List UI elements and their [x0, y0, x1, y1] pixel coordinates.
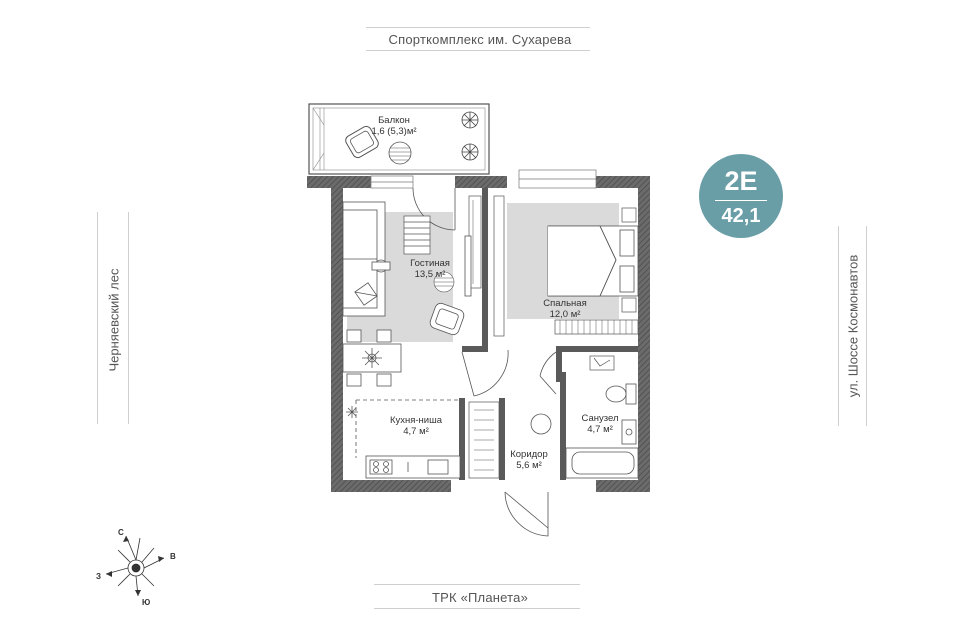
- tv-icon: [464, 235, 472, 297]
- room-area: 13,5 м²: [414, 269, 446, 280]
- right-rule: [866, 226, 867, 426]
- exterior-walls: [307, 176, 650, 492]
- compass-rose: С В Ю З: [96, 528, 176, 608]
- compass-east: В: [170, 552, 176, 561]
- right-rule: [838, 226, 839, 426]
- plant-icon: [461, 111, 479, 161]
- top-rule: [366, 27, 590, 28]
- bathtub-icon: [565, 447, 639, 479]
- landmark-top: Спорткомплекс им. Сухарева: [388, 32, 572, 47]
- chair-icon: [354, 282, 378, 306]
- bed-icon: [547, 225, 639, 297]
- balcony: [308, 103, 490, 175]
- lamp-icon: [371, 259, 391, 273]
- window: [370, 169, 597, 189]
- room-name: Кухня-ниша: [389, 415, 443, 426]
- badge-divider: [715, 200, 767, 201]
- room-name: Гостиная: [410, 258, 450, 269]
- compass-icon: [105, 535, 165, 597]
- left-rule: [128, 212, 129, 424]
- coffee-table-icon: [403, 215, 431, 255]
- top-rule: [366, 50, 590, 51]
- flower-icon: [362, 348, 382, 368]
- room-label-living: Гостиная 13,5 м²: [380, 258, 480, 280]
- bottom-rule: [374, 584, 580, 585]
- sink-icon: [621, 419, 637, 445]
- apartment-badge: 2Е 42,1: [699, 154, 783, 238]
- room-label-bathroom: Санузел 4,7 м²: [550, 413, 650, 435]
- bottom-rule: [374, 608, 580, 609]
- room-label-balcony: Балкон 1,6 (5,3)м²: [334, 115, 454, 137]
- room-name: Балкон: [378, 115, 410, 126]
- landmark-bottom: ТРК «Планета»: [431, 590, 529, 605]
- apartment-type: 2Е: [724, 166, 758, 196]
- room-name: Спальная: [543, 298, 587, 309]
- room-name: Коридор: [510, 449, 548, 460]
- room-name: Санузел: [581, 413, 619, 424]
- armchair-icon: [429, 302, 465, 336]
- washer-icon: [589, 355, 615, 371]
- side-table-icon: [388, 141, 412, 165]
- room-label-corridor: Коридор 5,6 м²: [479, 449, 579, 471]
- kitchen-counter: [355, 399, 462, 458]
- compass-west: З: [96, 572, 102, 581]
- room-area: 4,7 м²: [403, 426, 429, 437]
- toilet-icon: [605, 383, 637, 405]
- room-area: 12,0 м²: [549, 309, 581, 320]
- compass-south: Ю: [142, 598, 151, 607]
- room-label-bedroom: Спальная 12,0 м²: [515, 298, 615, 320]
- compass-north: С: [118, 528, 124, 537]
- room-area: 5,6 м²: [516, 460, 542, 471]
- interior-walls: [459, 188, 638, 480]
- corridor-pouf-icon: [530, 413, 552, 435]
- room-area: 4,7 м²: [587, 424, 613, 435]
- side-table-icon: [433, 271, 455, 293]
- room-area: 1,6 (5,3)м²: [371, 126, 417, 137]
- kitchen-worktop: [365, 455, 461, 479]
- snowflake-icon: [346, 406, 358, 418]
- left-rule: [97, 212, 98, 424]
- door: [412, 187, 557, 537]
- armchair-icon: [345, 125, 379, 159]
- apartment-area: 42,1: [721, 205, 761, 227]
- room-label-kitchen: Кухня-ниша 4,7 м²: [366, 415, 466, 437]
- nightstand-icon: [621, 207, 637, 313]
